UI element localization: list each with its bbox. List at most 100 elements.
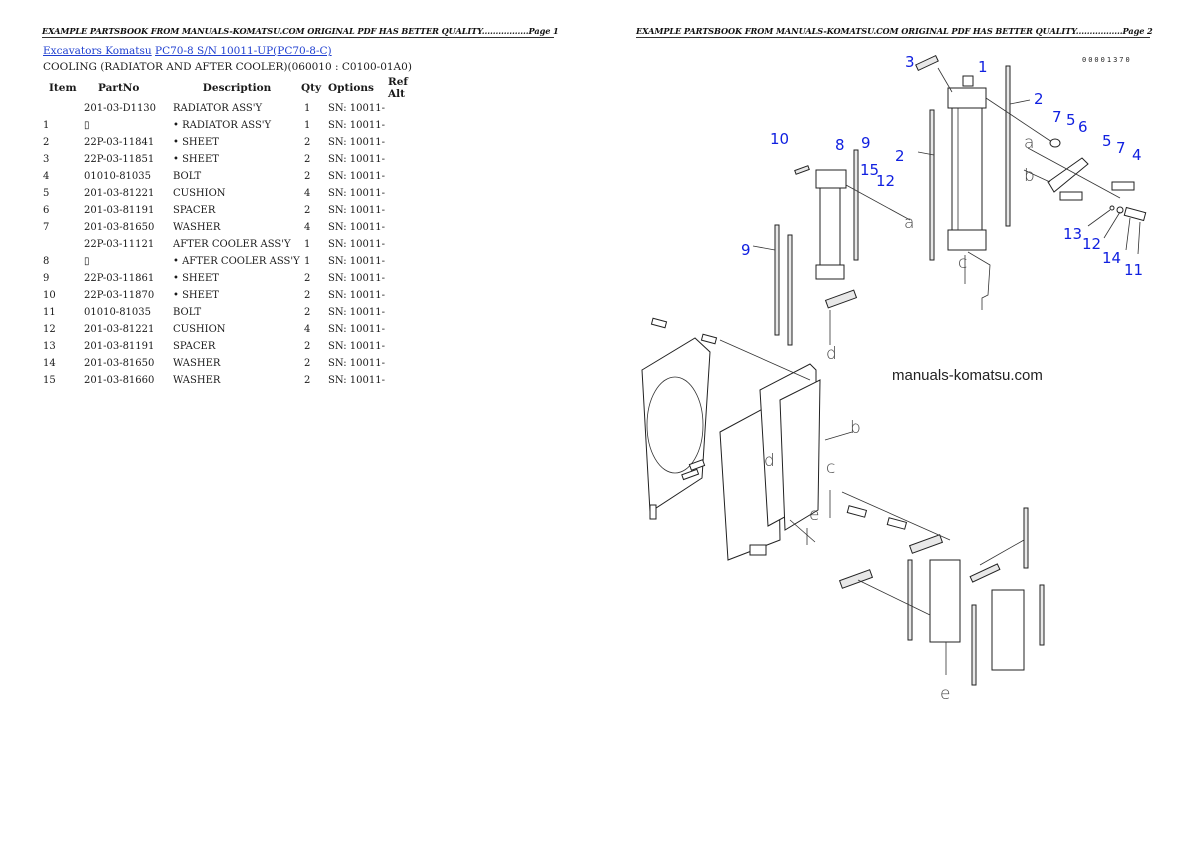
row-item: 4 — [43, 171, 50, 182]
row-options: SN: 10011- — [328, 307, 385, 318]
breadcrumb: Excavators Komatsu PC70-8 S/N 10011-UP(P… — [43, 45, 332, 57]
row-item: 9 — [43, 273, 50, 284]
row-qty: 2 — [304, 273, 311, 284]
row-ref-alt — [388, 219, 428, 236]
row-item: 3 — [43, 154, 50, 165]
callout-5-top: 5 — [1066, 111, 1076, 129]
table-row: 7 201-03-81650 WASHER 4 SN: 10011- — [43, 219, 428, 236]
row-ref-alt — [388, 185, 428, 202]
breadcrumb-model-link[interactable]: PC70-8 S/N 10011-UP(PC70-8-C) — [155, 45, 332, 57]
callout-9-left: 9 — [741, 241, 751, 259]
callout-6: 6 — [1078, 118, 1088, 136]
row-item — [43, 100, 84, 117]
row-item: 14 — [43, 358, 56, 369]
page-2-header: EXAMPLE PARTSBOOK FROM MANUALS-KOMATSU.C… — [636, 26, 1153, 36]
row-description: WASHER — [173, 375, 221, 386]
callout-14: 14 — [1102, 249, 1121, 267]
row-item — [43, 236, 84, 253]
row-description: • SHEET — [173, 273, 219, 284]
row-item: 7 — [43, 222, 50, 233]
row-ref-alt — [388, 134, 428, 151]
row-qty: 4 — [304, 324, 311, 335]
row-description: • AFTER COOLER ASS'Y — [173, 256, 300, 267]
row-partno: 201-03-81221 — [84, 188, 155, 199]
row-options: SN: 10011- — [328, 154, 385, 165]
row-item: 10 — [43, 290, 56, 301]
row-ref-alt — [388, 117, 428, 134]
watermark: manuals-komatsu.com — [892, 367, 1043, 384]
ref-letter-b-top: b — [1024, 166, 1035, 186]
row-description: SPACER — [173, 205, 216, 216]
row-qty: 2 — [304, 358, 311, 369]
row-qty: 2 — [304, 341, 311, 352]
row-ref-alt — [388, 304, 428, 321]
row-ref-alt — [388, 321, 428, 338]
callout-4: 4 — [1132, 146, 1142, 164]
callout-12-right: 12 — [1082, 235, 1101, 253]
section-title: COOLING (RADIATOR AND AFTER COOLER)(0600… — [43, 61, 412, 73]
column-header-qty: Qty — [301, 82, 322, 94]
row-item: 6 — [43, 205, 50, 216]
row-item: 15 — [43, 375, 56, 386]
row-item: 5 — [43, 188, 50, 199]
ref-letter-e-bottom: e — [940, 684, 950, 704]
callout-2-right: 2 — [1034, 90, 1044, 108]
callout-15: 15 — [860, 161, 879, 179]
after-cooler-assembly-drawing — [752, 149, 911, 346]
row-partno: 01010-81035 — [84, 307, 152, 318]
row-description: WASHER — [173, 222, 221, 233]
row-description: • SHEET — [173, 154, 219, 165]
row-options: SN: 10011- — [328, 324, 385, 335]
row-options: SN: 10011- — [328, 205, 385, 216]
radiator-assembly-drawing — [915, 54, 1147, 310]
row-options: SN: 10011- — [328, 137, 385, 148]
row-partno: 22P-03-11841 — [84, 137, 155, 148]
column-header-description: Description — [202, 82, 272, 94]
row-qty: 4 — [304, 222, 311, 233]
column-header-options: Options — [328, 82, 374, 94]
row-ref-alt — [388, 287, 428, 304]
row-options: SN: 10011- — [328, 222, 385, 233]
row-options: SN: 10011- — [328, 239, 385, 250]
callout-12-left: 12 — [876, 172, 895, 190]
ref-letter-d-bottom: d — [764, 451, 775, 471]
column-header-item: Item — [49, 82, 77, 94]
row-ref-alt — [388, 151, 428, 168]
callout-3: 3 — [905, 53, 915, 71]
row-qty: 4 — [304, 188, 311, 199]
row-ref-alt — [388, 100, 428, 117]
row-description: BOLT — [173, 307, 202, 318]
row-options: SN: 10011- — [328, 375, 385, 386]
row-qty: 2 — [304, 375, 311, 386]
ref-letter-c-bottom: c — [826, 458, 835, 478]
row-item: 12 — [43, 324, 56, 335]
row-partno: 201-03-D1130 — [84, 103, 157, 114]
row-partno: 201-03-81221 — [84, 324, 155, 335]
callout-7-right: 7 — [1116, 139, 1126, 157]
row-partno: ▯ — [84, 256, 90, 267]
breadcrumb-category-link[interactable]: Excavators Komatsu — [43, 45, 152, 57]
row-options: SN: 10011- — [328, 358, 385, 369]
row-options: SN: 10011- — [328, 256, 385, 267]
callout-11: 11 — [1124, 261, 1143, 279]
row-partno: 22P-03-11870 — [84, 290, 155, 301]
row-item: 8 — [43, 256, 50, 267]
page-2-header-rule — [636, 37, 1150, 38]
callout-5-right: 5 — [1102, 132, 1112, 150]
row-description: CUSHION — [173, 188, 226, 199]
row-partno: 22P-03-11861 — [84, 273, 155, 284]
row-ref-alt — [388, 270, 428, 287]
row-item: 13 — [43, 341, 56, 352]
row-description: RADIATOR ASS'Y — [173, 103, 263, 114]
parts-table: Item PartNo Description Qty Options Ref … — [43, 76, 428, 389]
drawing-code: 00001370 — [1082, 56, 1132, 64]
page-1-header-rule — [42, 37, 554, 38]
row-partno: 201-03-81650 — [84, 222, 155, 233]
row-description: AFTER COOLER ASS'Y — [173, 239, 291, 250]
